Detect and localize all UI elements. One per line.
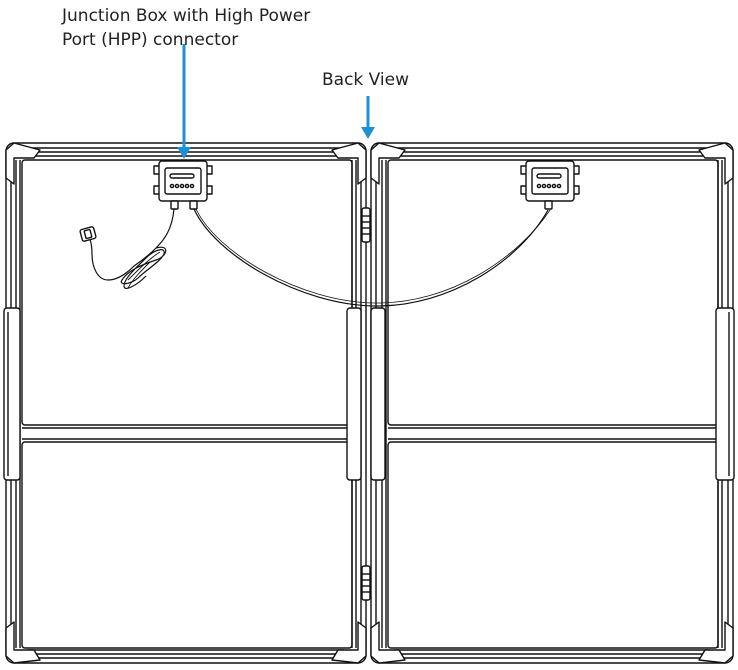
arrow-down-icon <box>361 96 375 139</box>
hinge-clip-bottom <box>362 566 370 600</box>
hinge-clip-top <box>362 208 370 242</box>
left-panel <box>4 143 366 663</box>
arrow-down-icon <box>177 44 191 159</box>
right-panel <box>371 143 734 663</box>
hpp-connector-icon <box>80 226 97 241</box>
